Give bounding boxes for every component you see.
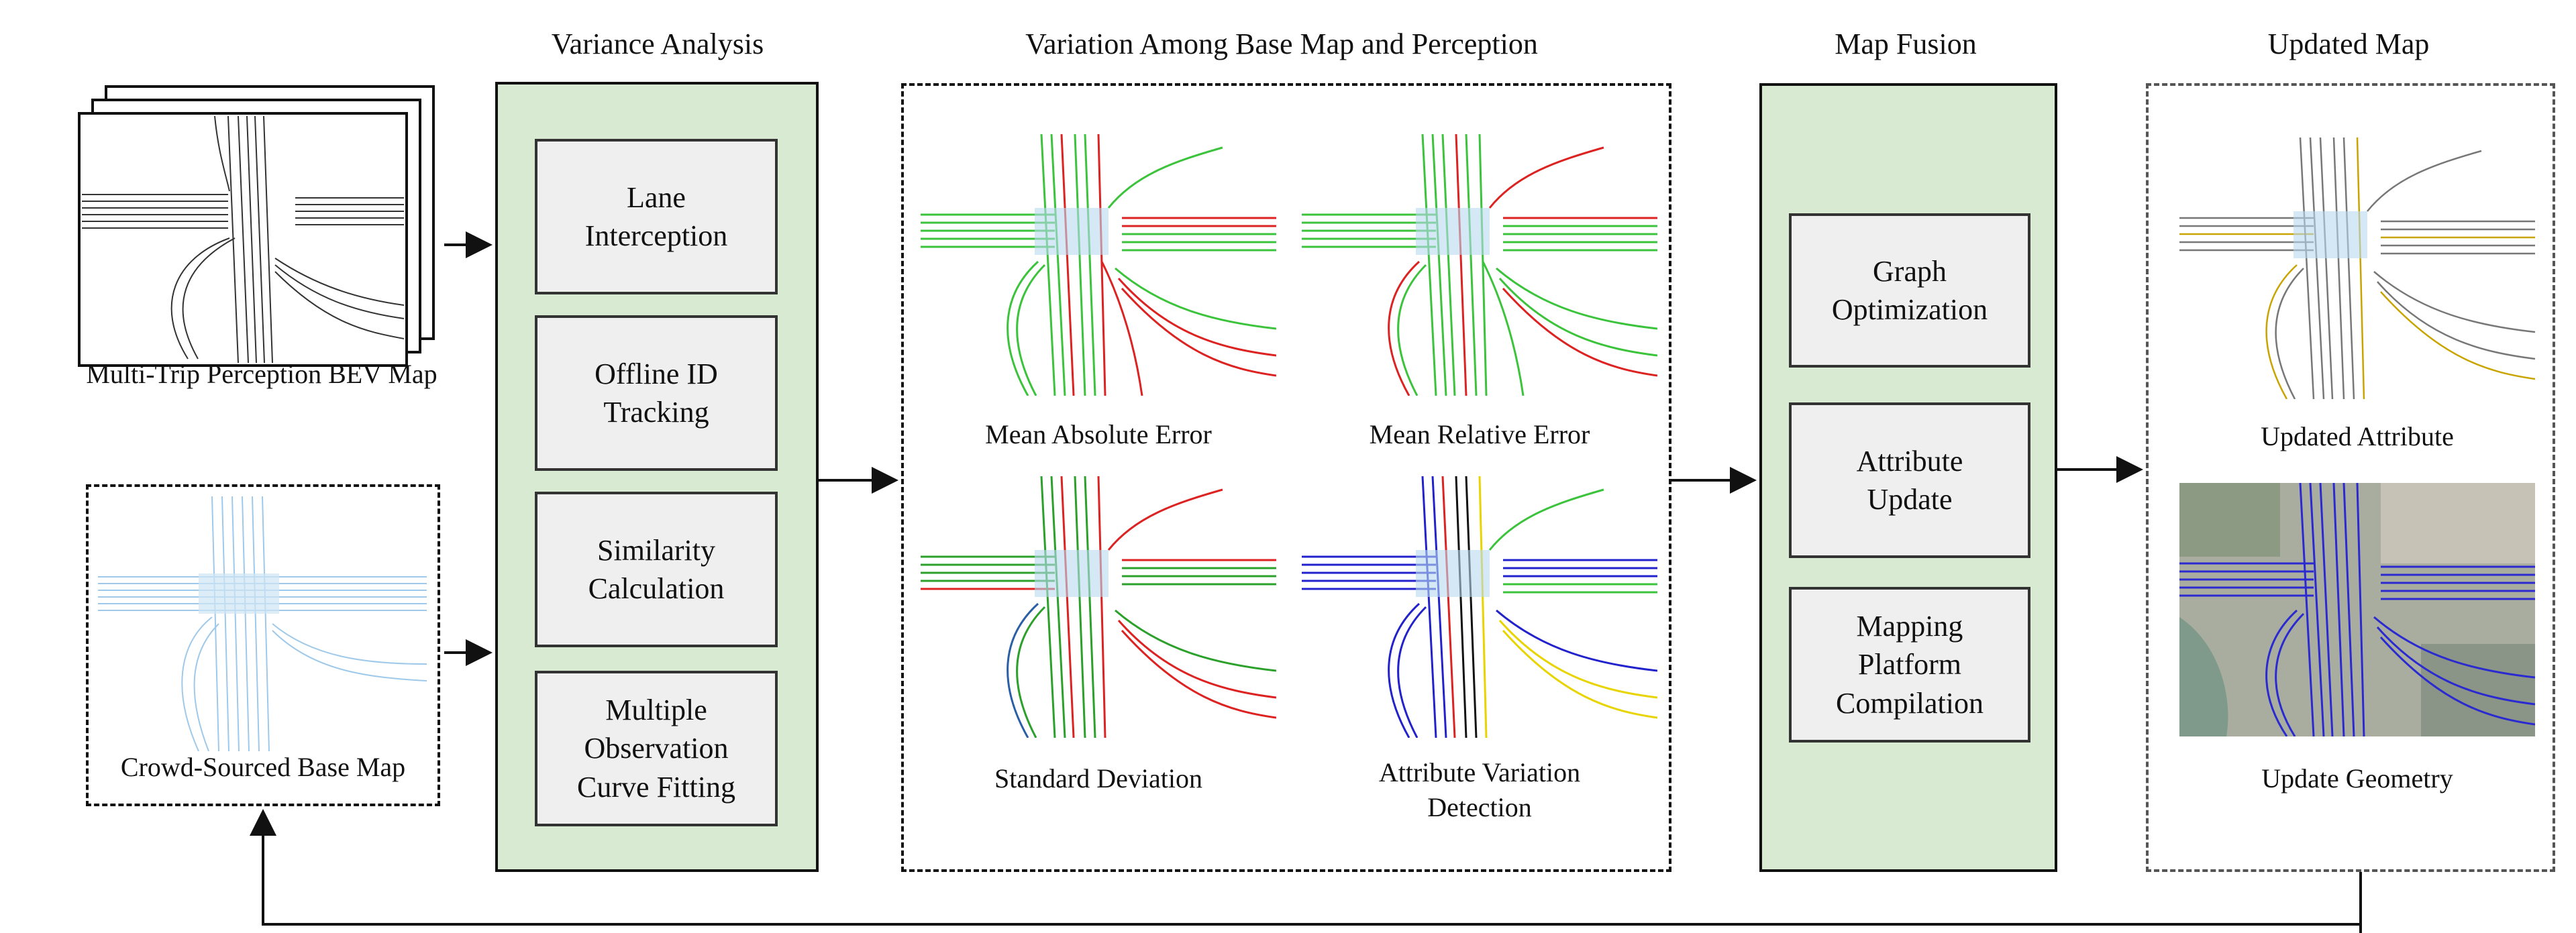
- mapping-platform-compilation-step: Mapping Platform Compilation: [1789, 587, 2030, 743]
- curve-fitting-step: Multiple Observation Curve Fitting: [535, 671, 778, 826]
- variance-analysis-title: Variance Analysis: [551, 28, 764, 60]
- mean-relative-error-map: [1302, 133, 1658, 399]
- attribute-variation-map: [1302, 476, 1658, 741]
- standard-deviation-caption: Standard Deviation: [994, 763, 1202, 793]
- variation-title: Variation Among Base Map and Perception: [1025, 28, 1538, 60]
- standard-deviation-map: [921, 476, 1277, 741]
- graph-optimization-step: Graph Optimization: [1789, 213, 2030, 368]
- mean-absolute-error-caption: Mean Absolute Error: [985, 419, 1212, 449]
- mean-relative-error-caption: Mean Relative Error: [1369, 419, 1590, 449]
- update-geometry-map: [2179, 482, 2536, 740]
- updated-attribute-caption: Updated Attribute: [2261, 421, 2454, 451]
- perception-caption: Multi-Trip Perception BEV Map: [86, 359, 437, 389]
- similarity-calculation-step: Similarity Calculation: [535, 492, 778, 647]
- updated-map-title: Updated Map: [2267, 28, 2430, 60]
- offline-id-tracking-step: Offline ID Tracking: [535, 315, 778, 471]
- mean-absolute-error-map: [921, 133, 1277, 399]
- base-map-caption: Crowd-Sourced Base Map: [120, 752, 406, 782]
- update-geometry-caption: Update Geometry: [2261, 763, 2453, 793]
- base-map-panel: Crowd-Sourced Base Map: [86, 484, 440, 806]
- feedback-arrow-icon: [250, 809, 2362, 926]
- lane-interception-step: Lane Interception: [535, 139, 778, 294]
- attribute-variation-caption: Attribute Variation Detection: [1378, 757, 1581, 822]
- perception-bev-map-stack: [74, 84, 443, 372]
- updated-attribute-map: [2179, 137, 2536, 402]
- attribute-update-step: Attribute Update: [1789, 402, 2030, 558]
- map-fusion-title: Map Fusion: [1835, 28, 1977, 60]
